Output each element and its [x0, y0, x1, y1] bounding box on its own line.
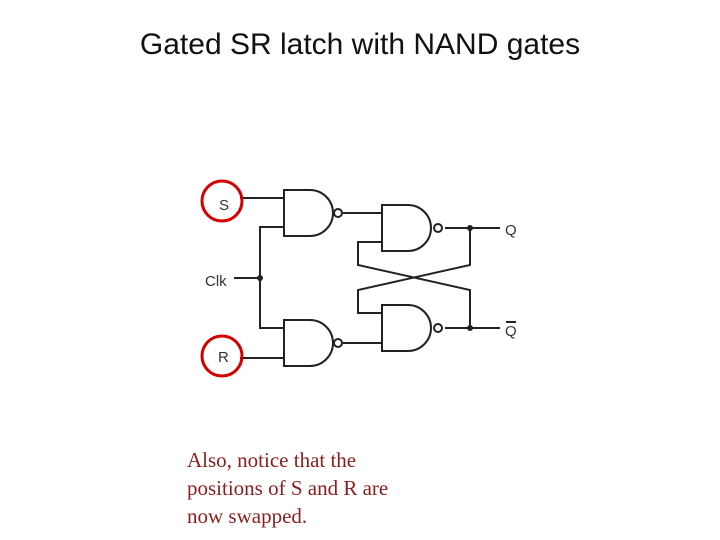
nand-gate-1	[283, 189, 334, 237]
swap-note: Also, notice that the positions of S and…	[187, 446, 467, 530]
qbar-junction	[467, 325, 473, 331]
feedback-q-wire	[357, 228, 471, 314]
note-line: Also, notice that the	[187, 448, 357, 472]
note-line: positions of S and R are	[187, 476, 389, 500]
nand-bubble-4	[333, 338, 343, 348]
diagram-title: Gated SR latch with NAND gates	[139, 28, 581, 61]
qbar-label: Q	[505, 323, 517, 340]
nand-gate-4	[283, 319, 334, 367]
nand-bubble-3	[433, 323, 443, 333]
clk-up-wire	[259, 226, 284, 278]
clk-label: Clk	[205, 273, 227, 290]
q-junction	[467, 225, 473, 231]
nand-gate-3	[381, 304, 432, 352]
q-label: Q	[505, 222, 517, 239]
s-highlight-circle	[200, 179, 244, 223]
clk-down-wire	[259, 278, 284, 329]
r-highlight-circle	[200, 334, 244, 378]
nand-gate-2	[381, 204, 432, 252]
note-line: now swapped.	[187, 504, 308, 528]
feedback-qbar-wire	[357, 241, 471, 328]
clk-junction	[257, 275, 263, 281]
nand-bubble-2	[433, 223, 443, 233]
nand-bubble-1	[333, 208, 343, 218]
r-label: R	[218, 349, 229, 366]
s-label: S	[219, 197, 229, 214]
